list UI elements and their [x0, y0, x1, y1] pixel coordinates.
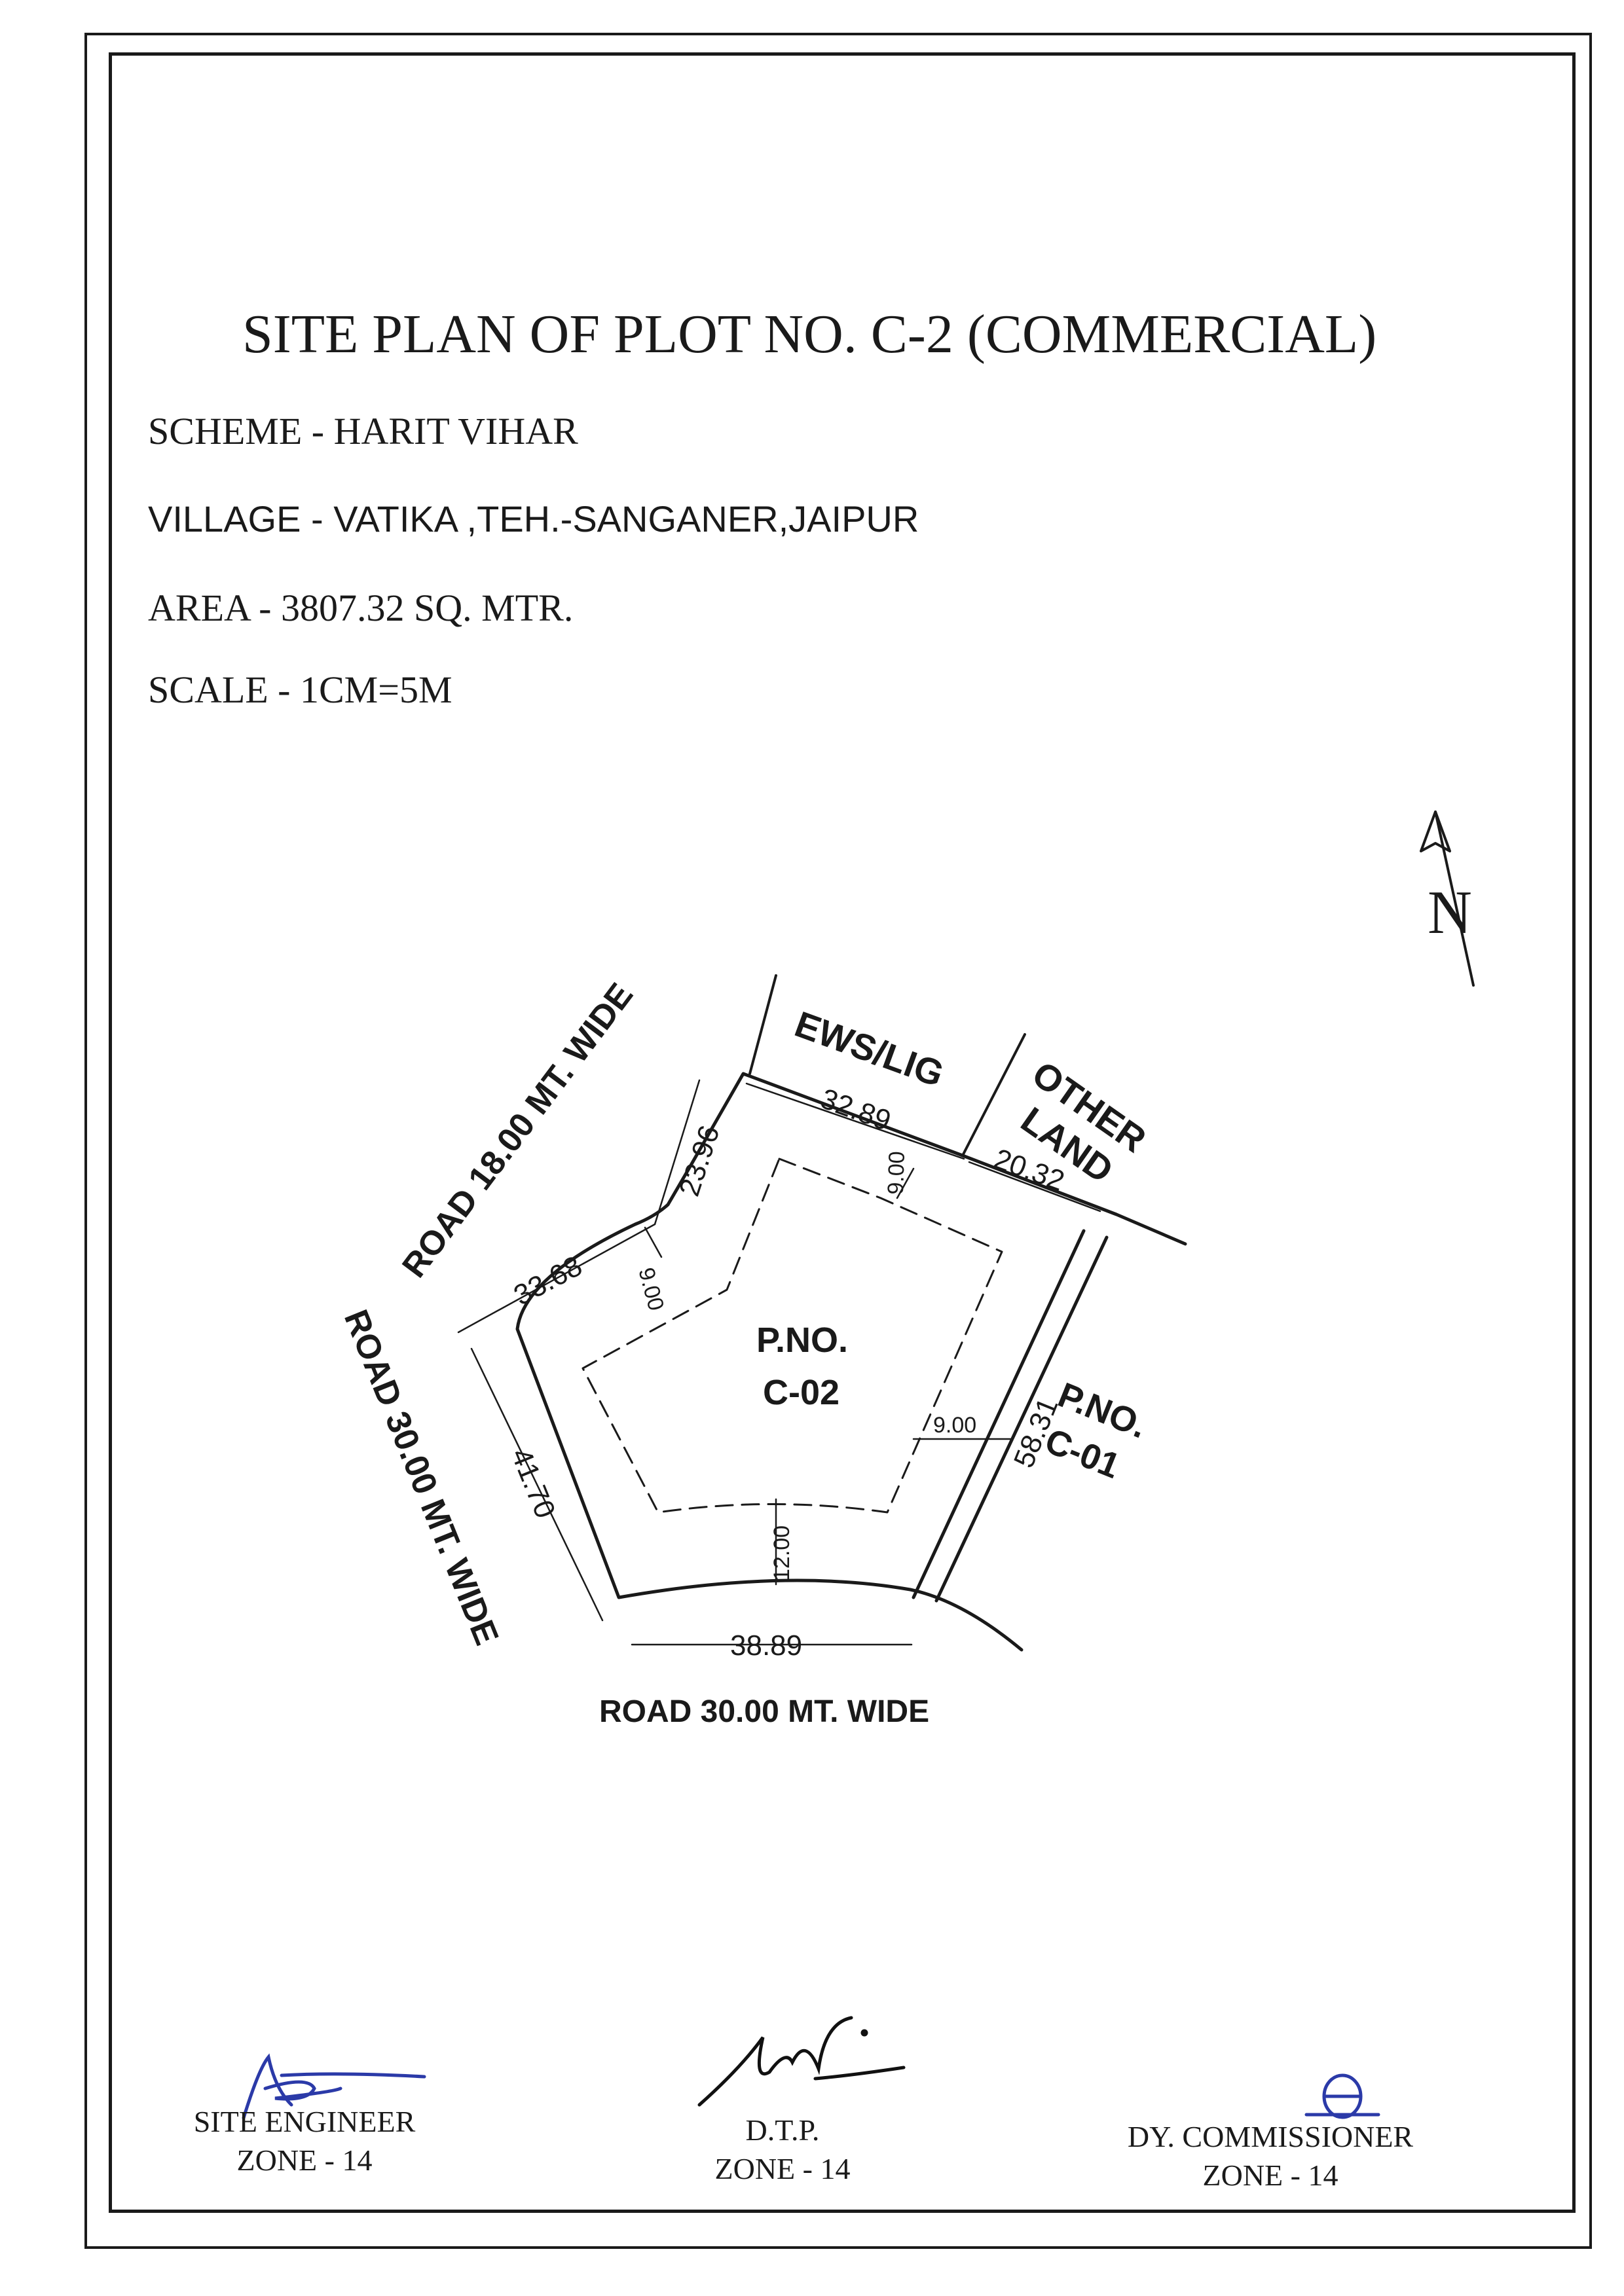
dim-west: 41.70 — [505, 1444, 562, 1522]
setback-line — [581, 1157, 1003, 1514]
road-edge-other-land — [961, 1033, 1026, 1157]
village-line: VILLAGE - VATIKA ,TEH.-SANGANER,JAIPUR — [148, 498, 919, 539]
dtp-block: D.T.P. ZONE - 14 — [665, 2111, 900, 2189]
plot-label-1: P.NO. — [756, 1321, 848, 1360]
scheme-line: SCHEME - HARIT VIHAR — [148, 410, 578, 452]
dim-north: 32.89 — [817, 1082, 895, 1137]
dtp-role: D.T.P. — [745, 2113, 820, 2147]
plot-label-2: C-02 — [763, 1373, 840, 1412]
signature-site-engineer — [242, 2053, 426, 2120]
ews-lig-label: EWS/LIG — [790, 1003, 950, 1095]
scale-line: SCALE - 1CM=5M — [148, 668, 452, 711]
dim-north-west-lower: 33.68 — [509, 1250, 587, 1312]
plot-boundary — [515, 1072, 1187, 1652]
signature-dy-commissioner — [1304, 2073, 1380, 2119]
site-engineer-zone: ZONE - 14 — [236, 2143, 373, 2177]
inner-border — [109, 52, 1576, 2213]
dim-south: 38.89 — [730, 1630, 802, 1662]
setback-south: 12.00 — [769, 1525, 794, 1581]
dtp-zone: ZONE - 14 — [714, 2151, 851, 2185]
north-label: N — [1428, 879, 1472, 947]
dy-commissioner-role: DY. COMMISSIONER — [1127, 2120, 1414, 2153]
road-30-west-label: ROAD 30.00 MT. WIDE — [337, 1305, 506, 1650]
dim-north-west-upper: 23.96 — [673, 1121, 726, 1200]
setback-north: 9.00 — [883, 1151, 910, 1195]
road-30-south-label: ROAD 30.00 MT. WIDE — [599, 1694, 929, 1729]
outer-border — [84, 33, 1592, 2249]
dy-commissioner-block: DY. COMMISSIONER ZONE - 14 — [1087, 2118, 1454, 2195]
setback-east: 9.00 — [933, 1413, 976, 1438]
page-title: SITE PLAN OF PLOT NO. C-2 (COMMERCIAL) — [242, 304, 1377, 365]
setback-west: 9.00 — [633, 1265, 669, 1313]
north-arrow-icon — [1420, 811, 1475, 987]
dy-commissioner-zone: ZONE - 14 — [1202, 2158, 1338, 2192]
road-edge-ews-west — [748, 974, 777, 1075]
site-engineer-block: SITE ENGINEER ZONE - 14 — [167, 2103, 442, 2180]
area-line: AREA - 3807.32 SQ. MTR. — [148, 587, 574, 629]
site-engineer-role: SITE ENGINEER — [193, 2105, 416, 2138]
dimension-lines — [457, 1079, 1101, 1646]
signature-dtp — [697, 2016, 906, 2107]
